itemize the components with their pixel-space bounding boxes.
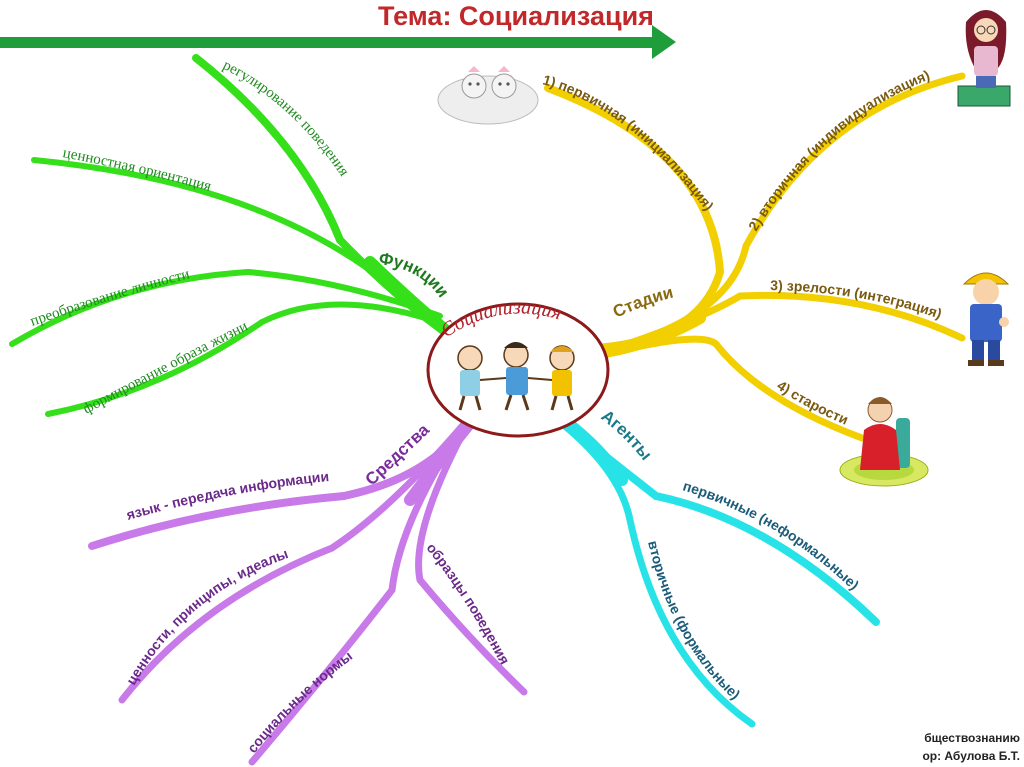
babies-icon xyxy=(438,66,538,124)
function-item-1: регулирование поведения xyxy=(220,57,352,179)
means-items: язык - передача информации ценности, при… xyxy=(123,468,513,756)
footer-line-1: бществознанию xyxy=(910,729,1020,747)
agent-item-1: первичные (неформальные) xyxy=(681,478,862,593)
teen-girl-icon xyxy=(958,10,1010,106)
worker-icon xyxy=(964,273,1009,366)
page-title: Тема: Социализация xyxy=(378,1,654,31)
function-item-4: формирование образа жизни xyxy=(81,318,251,417)
agent-item-2: вторичные (формальные) xyxy=(645,539,743,702)
function-item-3: преобразование личности xyxy=(28,266,191,329)
branch-functions xyxy=(12,58,460,414)
footer-line-2: ор: Абулова Б.Т. xyxy=(910,747,1020,765)
grandmother-icon xyxy=(840,397,928,486)
arrow-shaft xyxy=(0,37,658,48)
arrow-head xyxy=(652,25,676,59)
means-item-3: социальные нормы xyxy=(244,648,355,756)
branch-stages xyxy=(548,76,962,438)
branch-title-stages: Стадии xyxy=(610,283,675,322)
function-item-2: ценностная ориентация xyxy=(61,145,213,195)
stage-item-2: 2) вторичная (индивидуализация) xyxy=(745,67,932,234)
footer-credits: бществознанию ор: Абулова Б.Т. xyxy=(910,729,1020,765)
functions-items: регулирование поведения ценностная ориен… xyxy=(28,57,352,417)
stage-item-1: 1) первичная (инициализация) xyxy=(541,71,717,213)
agents-items: первичные (неформальные) вторичные (форм… xyxy=(645,478,862,703)
center-node: Социализация xyxy=(428,296,608,436)
